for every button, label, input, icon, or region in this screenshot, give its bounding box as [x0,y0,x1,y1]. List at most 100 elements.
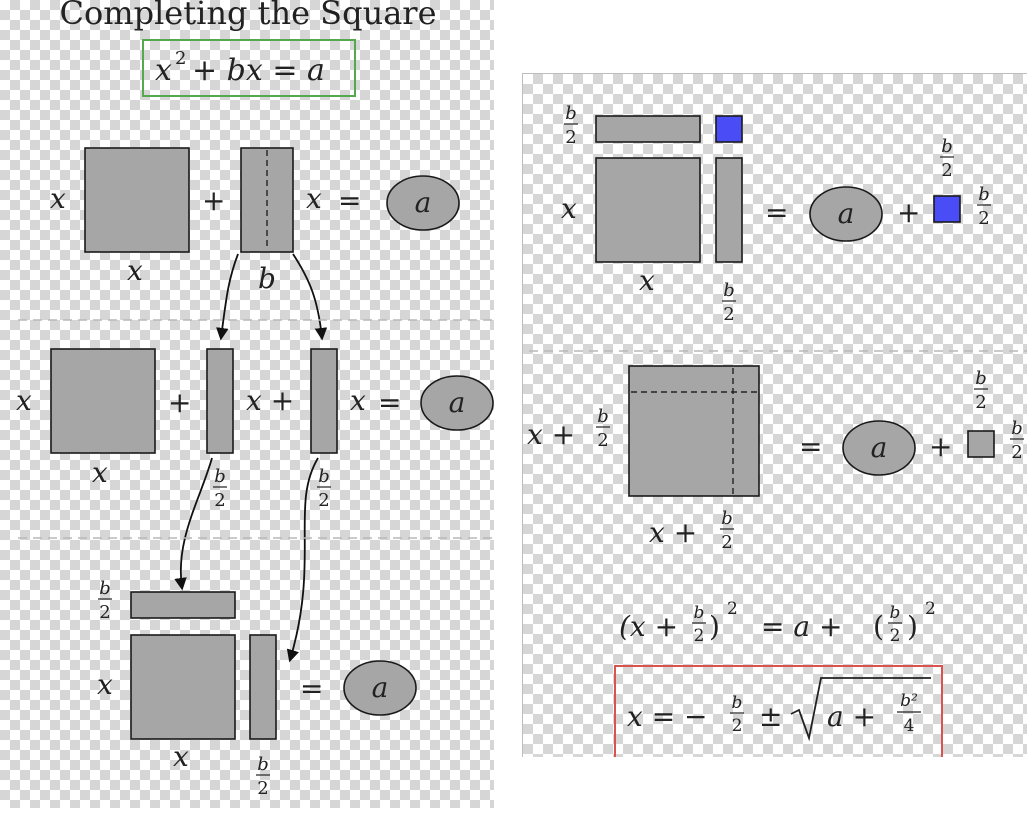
eq-exp: 2 [175,48,186,69]
id-exp: 2 [727,599,738,619]
r3-equals: = [300,672,323,705]
id-lhs-close: ) [709,610,720,643]
rr2-sq-b-top: b [975,368,987,389]
r2-plus: + [168,386,191,419]
id-b: b [694,603,705,623]
rr1-b-bot: b [723,280,735,301]
r3-two-top: 2 [99,602,110,623]
rr1-blue-square-2 [933,195,961,223]
id-rhs-two: 2 [890,626,901,646]
r2-a: a [449,386,466,419]
r1-x-side: x [50,182,66,215]
equation-box [142,39,356,97]
r2-b2: b [318,466,330,487]
r1-b: b [258,262,276,295]
sol-b2: b² [900,691,918,711]
r2-x-after: x [350,384,366,417]
r1-equals: = [338,184,361,217]
rr2-plus: + [929,430,952,463]
id-rhs-exp: 2 [925,599,936,619]
r2-a-ellipse [420,375,494,431]
sol-lhs: x = − [627,700,708,733]
rr1-rect-side [715,157,743,263]
rr1-a: a [838,197,855,230]
r3-a-ellipse [343,660,417,716]
r3-rect-top [130,591,236,619]
rr2-b-bottom: b [721,508,733,529]
right-diagram: b 2 x x b 2 = a + b 2 b 2 x + b 2 x + b … [527,103,1027,757]
title: Completing the Square [59,0,436,32]
rr1-x-side: x [561,192,577,225]
r3-rect-side [249,634,277,740]
rr2-x-side: x + [527,418,575,451]
id-rhs-b: b [890,603,901,623]
arrow-move-top [174,457,213,591]
arrow-split-right [292,253,328,341]
rr1-sq-two-side: 2 [978,208,989,229]
rr2-x-bottom: x + [649,516,697,549]
r2-x-side: x [16,384,32,417]
right-panel: b 2 x x b 2 = a + b 2 b 2 x + b 2 x + b … [522,73,1027,757]
rr2-b-side: b [597,406,609,427]
rr1-equals: = [765,196,788,229]
r3-two-bot: 2 [257,778,268,799]
rr2-sq-two-side: 2 [1011,442,1022,463]
r2-equals: = [378,386,401,419]
r1-a-ellipse [386,175,460,231]
r2-two2: 2 [318,490,329,511]
r2-b1: b [214,466,226,487]
rr1-two-top: 2 [565,127,576,148]
solution-box [614,665,943,757]
r1-a: a [415,186,432,219]
sol-four: 4 [904,716,915,736]
rr2-sq-b-side: b [1011,418,1023,439]
sol-two: 2 [732,716,743,736]
r2-square [50,348,156,454]
rr2-equals: = [799,430,822,463]
sqrt-sign [790,677,931,742]
sol-a: a + [827,700,876,733]
rr1-plus: + [897,196,920,229]
rr2-sq-two-top: 2 [975,392,986,413]
arrow-split-left [216,253,239,341]
r1-plus: + [202,184,225,217]
rr2-small-square [967,430,995,458]
r3-x-bottom: x [173,740,189,773]
r3-square [130,634,236,740]
rr1-x-bottom: x [639,264,655,297]
identity-formula: (x + b 2 ) 2 = a + ( b 2 ) 2 [619,599,936,646]
rr1-square [595,157,701,263]
eq-x: x [155,53,172,88]
rr2-a: a [871,431,888,464]
rr1-sq-b-top: b [941,136,953,157]
left-diagram: Completing the Square x 2 + bx = a x x +… [16,0,494,799]
id-rhs: = a + [761,610,842,643]
r1-square [84,147,190,253]
id-rhs-close: ) [907,610,918,643]
left-panel: Completing the Square x 2 + bx = a x x +… [0,0,494,808]
rr1-a-ellipse [809,186,883,242]
rr1-sq-b-side: b [978,184,990,205]
r1-x-after: x [306,182,322,215]
r3-a: a [372,671,389,704]
rr2-big-square [628,365,760,497]
r2-two1: 2 [214,490,225,511]
r2-x-mid: x + [246,384,294,417]
r3-b-top: b [99,578,111,599]
eq-rest: + bx = a [192,53,325,88]
r3-b-bot: b [257,754,269,775]
rr1-blue-square [715,115,743,143]
rr2-two-bottom: 2 [721,532,732,553]
sol-b: b [732,693,743,713]
arrow-move-side [286,457,319,663]
rr2-a-ellipse [842,420,916,476]
r3-x-side: x [97,668,113,701]
rr1-b-top: b [565,103,577,124]
rr1-two-bot: 2 [723,304,734,325]
sol-pm: ± [759,700,782,733]
rr1-sq-two-top: 2 [941,160,952,181]
rr1-rect-top [595,115,701,143]
id-rhs-open: ( [873,610,884,643]
r1-x-bottom: x [127,254,143,287]
r2-rect-1 [206,348,234,454]
